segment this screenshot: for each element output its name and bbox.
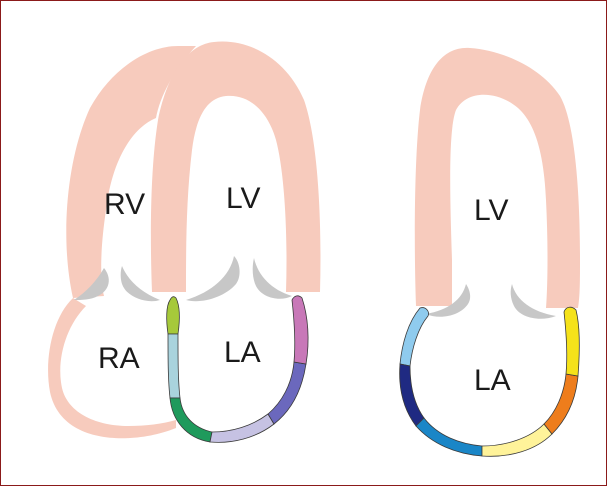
lv-wall [151,41,321,292]
la-right-segment-1 [400,308,429,366]
two-chamber-view: LV LA [400,48,580,456]
label-lv-left: LV [226,182,260,215]
label-la-right: LA [474,364,511,397]
la-segment-2 [168,334,180,398]
la-segment-1 [167,297,180,334]
lv-wall-right [415,48,580,308]
la-segment-5 [268,362,306,424]
label-rv: RV [104,188,145,221]
la-right-segment-4 [482,424,552,456]
la-right-segment-3 [416,418,482,456]
label-ra: RA [98,342,140,375]
la-right-segment-5 [544,374,578,434]
mitral-leaflet-posterior [253,258,292,299]
label-lv-right: LV [474,194,508,227]
la-segment-6 [292,296,308,364]
la-segment-4 [210,414,274,442]
four-chamber-view: RV LV RA LA [48,41,320,442]
label-la-left: LA [224,336,261,369]
la-right-segment-2 [400,364,424,426]
la-right-segment-6 [564,307,579,376]
la-segment-3 [170,398,212,442]
mitral-leaflet-anterior [186,256,240,301]
